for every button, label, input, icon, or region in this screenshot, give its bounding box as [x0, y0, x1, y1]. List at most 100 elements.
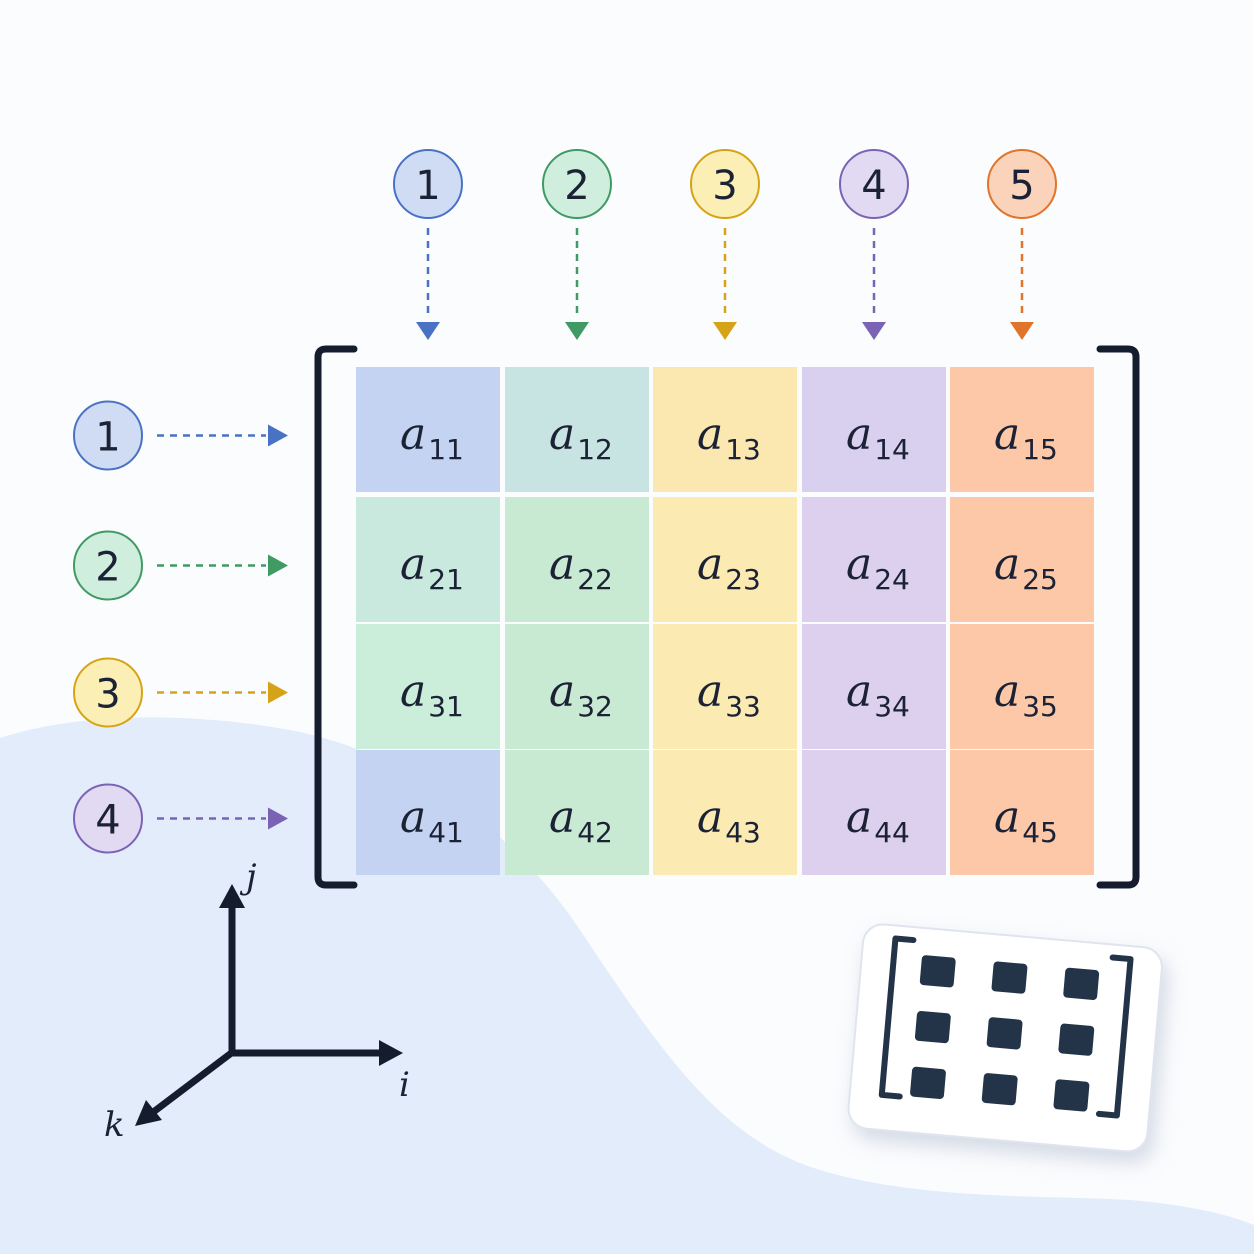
matrix-cell-label: a13 [697, 409, 761, 466]
row-badge-label: 2 [95, 545, 120, 591]
column-badge-circle [393, 149, 463, 219]
matrix-cell-label: a31 [400, 666, 464, 723]
column-badge-label: 3 [712, 163, 737, 209]
matrix-cell-label: a44 [846, 792, 910, 849]
matrix-cell-bg [802, 750, 946, 875]
matrix-cell-22: a22 [505, 497, 649, 622]
matrix-cell-label: a35 [994, 666, 1058, 723]
matrix-cell-45: a45 [950, 750, 1094, 875]
matrix-cell-25: a25 [950, 497, 1094, 622]
x-axis-arrowhead [379, 1040, 403, 1066]
matrix-cell-bg [356, 750, 500, 875]
row-arrowhead [268, 424, 288, 447]
right-bracket [1096, 345, 1140, 889]
matrix-cell-label: a11 [400, 409, 464, 466]
row-arrowhead [268, 554, 288, 577]
matrix-cell-15: a15 [950, 367, 1094, 492]
matrix-cell-label: a43 [697, 792, 761, 849]
row-badges: 1 2 3 4 [73, 400, 288, 854]
column-arrowhead [416, 322, 440, 340]
matrix-cell-label: a23 [697, 539, 761, 596]
column-badge-label: 5 [1009, 163, 1034, 209]
matrix-cell-bg [950, 750, 1094, 875]
column-badge-circle [542, 149, 612, 219]
column-badge-circle [690, 149, 760, 219]
matrix-cell-32: a32 [505, 624, 649, 749]
matrix-cell-label: a24 [846, 539, 910, 596]
matrix-cell-33: a33 [653, 624, 797, 749]
matrix-cell-label: a21 [400, 539, 464, 596]
matrix-cell-label: a25 [994, 539, 1058, 596]
matrix-cell-label: a34 [846, 666, 910, 723]
matrix-cell-bg [653, 750, 797, 875]
matrix-cell-label: a32 [549, 666, 613, 723]
matrix-cell-12: a12 [505, 367, 649, 492]
matrix-cell-bg [505, 497, 649, 622]
column-badge-circle [987, 149, 1057, 219]
matrix-cell-bg [802, 367, 946, 492]
column-badge-label: 4 [861, 163, 886, 209]
row-badge-circle [73, 400, 143, 471]
row-badge-label: 4 [95, 798, 120, 844]
matrix-cell-13: a13 [653, 367, 797, 492]
matrix-cell-44: a44 [802, 750, 946, 875]
matrix-cell-label: a14 [846, 409, 910, 466]
row-badge-circle [73, 530, 143, 601]
matrix-cell-bg [950, 367, 1094, 492]
matrix-cell-label: a41 [400, 792, 464, 849]
column-arrowhead [565, 322, 589, 340]
y-axis-arrowhead [219, 884, 245, 908]
matrix-cell-bg [356, 367, 500, 492]
matrix-cell-bg [505, 750, 649, 875]
matrix-cell-43: a43 [653, 750, 797, 875]
matrix-cell-bg [653, 624, 797, 749]
matrix-grid-icon [847, 923, 1163, 1153]
column-arrowhead [1010, 322, 1034, 340]
column-badge-5: 5 [987, 149, 1057, 340]
matrix-cell-bg [356, 624, 500, 749]
z-axis-line [149, 1048, 237, 1116]
icon-square [1063, 967, 1100, 1000]
icon-square [1058, 1023, 1095, 1056]
matrix-cell-35: a35 [950, 624, 1094, 749]
x-axis-label: i [399, 1065, 410, 1105]
row-badge-4: 4 [73, 783, 288, 854]
matrix-cell-bg [653, 367, 797, 492]
row-badge-label: 1 [95, 415, 120, 461]
icon-square [914, 1011, 951, 1044]
icon-square [1053, 1079, 1090, 1112]
matrix-cell-14: a14 [802, 367, 946, 492]
icon-squares [910, 955, 1100, 1112]
background-wave [0, 717, 1254, 1254]
icon-square [991, 961, 1028, 994]
matrix-cell-34: a34 [802, 624, 946, 749]
matrix-cell-bg [802, 497, 946, 622]
icon-left-bracket [878, 935, 917, 1100]
z-axis-label: k [104, 1105, 125, 1145]
matrix-cell-label: a33 [697, 666, 761, 723]
row-badge-2: 2 [73, 530, 288, 601]
matrix-cell-bg [802, 624, 946, 749]
matrix-cell-24: a24 [802, 497, 946, 622]
row-arrowhead [268, 681, 288, 704]
matrix-cell-31: a31 [356, 624, 500, 749]
icon-square [986, 1017, 1023, 1050]
matrix-cell-42: a42 [505, 750, 649, 875]
matrix-cell-label: a22 [549, 539, 613, 596]
icon-right-bracket [1095, 954, 1134, 1119]
left-bracket [314, 345, 358, 889]
matrix-cell-bg [505, 367, 649, 492]
matrix-cell-label: a12 [549, 409, 613, 466]
row-badge-label: 3 [95, 672, 120, 718]
column-badge-2: 2 [542, 149, 612, 340]
row-badge-circle [73, 657, 143, 728]
column-arrowhead [862, 322, 886, 340]
icon-square [981, 1073, 1018, 1106]
column-badge-1: 1 [393, 149, 463, 340]
matrix-cell-bg [505, 624, 649, 749]
column-badge-label: 2 [564, 163, 589, 209]
matrix-cells: a11 a12 a13 a14 a15 a21 a22 a23 a24 a25 a31 a32 a33 a… [356, 367, 1094, 875]
column-badge-4: 4 [839, 149, 909, 340]
